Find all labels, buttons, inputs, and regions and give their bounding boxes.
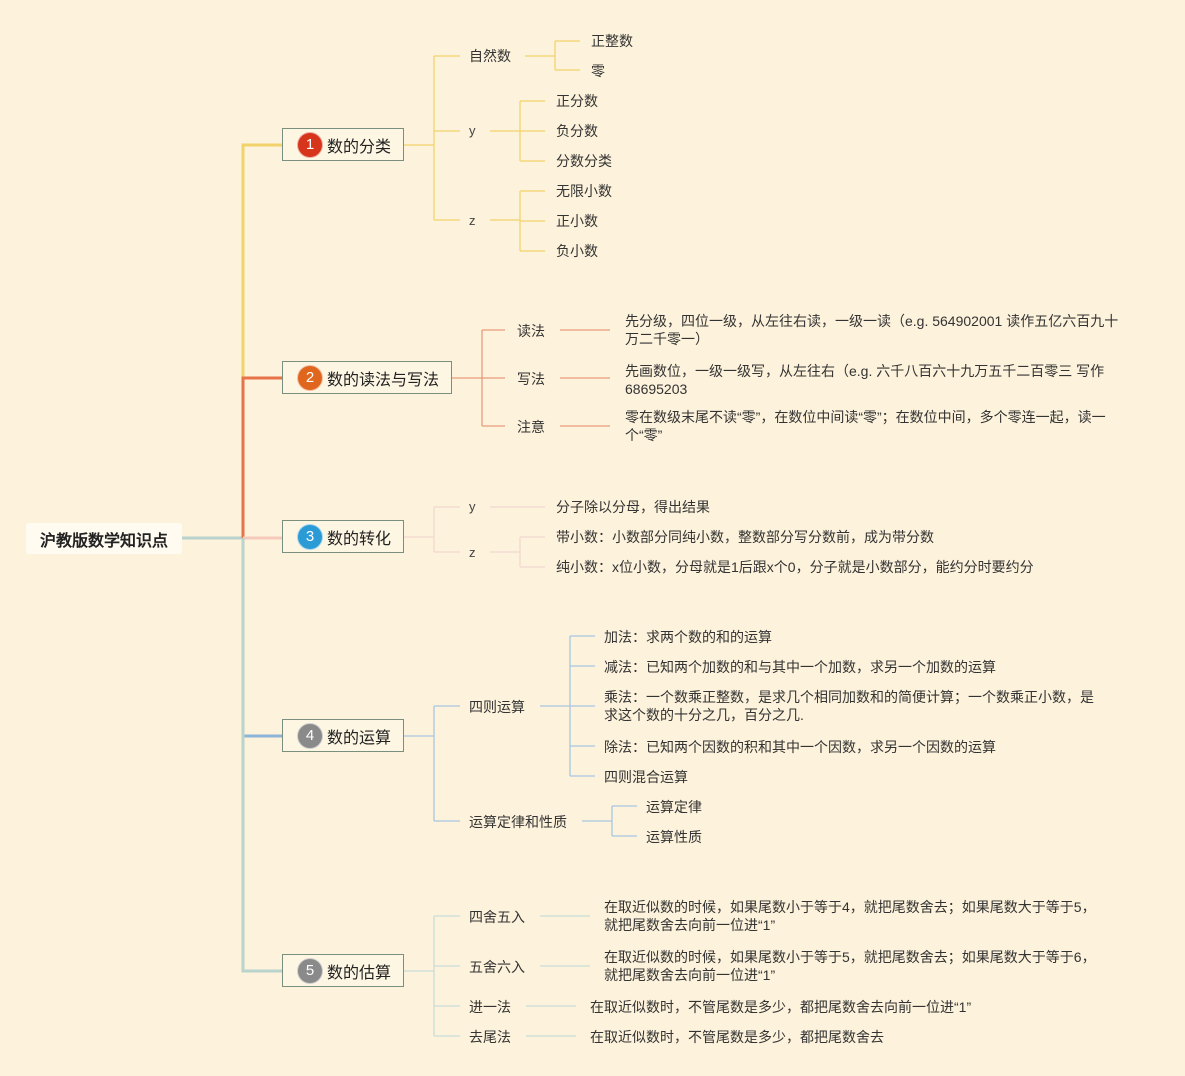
group-label[interactable]: 五舍六入 [469, 959, 525, 975]
leaf-item[interactable]: 正小数 [556, 213, 598, 229]
branch-title-3: 数的转化 [327, 530, 392, 548]
branch-node-5[interactable]: 5 数的估算 [282, 954, 404, 987]
leaf-item[interactable]: 正分数 [556, 93, 598, 109]
leaf-item[interactable]: 零在数级末尾不读“零”，在数位中间读“零”；在数位中间，多个零连一起，读一个“零… [625, 409, 1106, 443]
badge-3: 3 [297, 523, 323, 550]
leaf-item[interactable]: 带小数：小数部分同纯小数，整数部分写分数前，成为带分数 [556, 529, 934, 545]
leaf-item[interactable]: 先分级，四位一级，从左往右读，一级一读（e.g. 564902001 读作五亿六… [625, 313, 1119, 347]
leaf-item[interactable]: 加法：求两个数的和的运算 [604, 629, 772, 645]
group-label[interactable]: y [469, 499, 476, 514]
group-label[interactable]: 运算定律和性质 [469, 814, 567, 830]
group-label[interactable]: 四则运算 [469, 699, 525, 715]
group-label[interactable]: z [469, 213, 476, 228]
leaf-item[interactable]: 零 [591, 63, 605, 79]
group-label[interactable]: y [469, 123, 476, 138]
leaf-item[interactable]: 正整数 [591, 33, 633, 49]
leaf-item[interactable]: 在取近似数的时候，如果尾数小于等于5，就把尾数舍去；如果尾数大于等于6，就把尾数… [604, 949, 1096, 983]
leaf-item[interactable]: 乘法：一个数乘正整数，是求几个相同加数和的简便计算；一个数乘正小数，是求这个数的… [604, 689, 1094, 723]
branch-node-4[interactable]: 4 数的运算 [282, 719, 404, 752]
group-label[interactable]: 写法 [517, 371, 545, 387]
group-label[interactable]: z [469, 545, 476, 560]
leaf-item[interactable]: 减法：已知两个加数的和与其中一个加数，求另一个加数的运算 [604, 659, 996, 675]
group-label[interactable]: 读法 [517, 323, 545, 339]
badge-5: 5 [297, 957, 323, 984]
leaf-item[interactable]: 无限小数 [556, 183, 612, 199]
group-label[interactable]: 四舍五入 [469, 909, 525, 925]
branch-node-1[interactable]: 1 数的分类 [282, 128, 404, 161]
branch-title-5: 数的估算 [327, 964, 392, 982]
group-label[interactable]: 注意 [517, 419, 545, 435]
leaf-item[interactable]: 运算定律 [646, 799, 702, 815]
root-node[interactable]: 沪教版数学知识点 [26, 523, 182, 554]
leaf-item[interactable]: 负分数 [556, 123, 598, 139]
leaf-item[interactable]: 运算性质 [646, 829, 702, 845]
group-label[interactable]: 进一法 [469, 999, 511, 1015]
leaf-item[interactable]: 除法：已知两个因数的积和其中一个因数，求另一个因数的运算 [604, 739, 996, 755]
leaf-item[interactable]: 负小数 [556, 243, 598, 259]
leaf-item[interactable]: 先画数位，一级一级写，从左往右（e.g. 六千八百六十九万五千二百零三 写作68… [625, 363, 1105, 397]
leaf-item[interactable]: 四则混合运算 [604, 769, 688, 785]
branch-title-4: 数的运算 [327, 729, 392, 747]
branch-title-2: 数的读法与写法 [327, 371, 440, 389]
badge-1: 1 [297, 131, 323, 158]
leaf-item[interactable]: 分子除以分母，得出结果 [556, 499, 710, 515]
leaf-item[interactable]: 纯小数：x位小数，分母就是1后跟x个0，分子就是小数部分，能约分时要约分 [556, 559, 1034, 575]
group-label[interactable]: 去尾法 [469, 1029, 511, 1045]
leaf-item[interactable]: 分数分类 [556, 153, 612, 169]
branch-node-2[interactable]: 2 数的读法与写法 [282, 361, 452, 394]
leaf-item[interactable]: 在取近似数时，不管尾数是多少，都把尾数舍去向前一位进“1” [590, 999, 972, 1015]
leaf-item[interactable]: 在取近似数的时候，如果尾数小于等于4，就把尾数舍去；如果尾数大于等于5，就把尾数… [604, 899, 1096, 933]
badge-4: 4 [297, 722, 323, 749]
badge-2: 2 [297, 364, 323, 391]
branch-title-1: 数的分类 [327, 138, 392, 156]
group-label[interactable]: 自然数 [469, 48, 511, 64]
branch-node-3[interactable]: 3 数的转化 [282, 520, 404, 553]
leaf-item[interactable]: 在取近似数时，不管尾数是多少，都把尾数舍去 [590, 1029, 884, 1045]
